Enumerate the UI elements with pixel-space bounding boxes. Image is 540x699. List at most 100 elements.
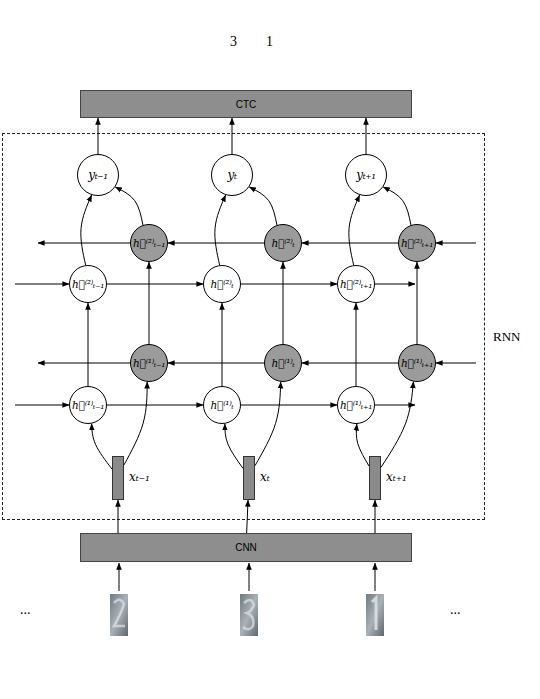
backward-out-stub [38, 363, 130, 364]
connector-arrow [232, 118, 233, 154]
connector-arrow [383, 187, 411, 225]
connector-arrow [381, 382, 413, 468]
connector-arrow [215, 195, 226, 265]
output-digit: 3 [230, 34, 237, 50]
ellipsis: ... [20, 602, 31, 618]
node-circle [212, 155, 253, 196]
connector-arrow [249, 187, 277, 225]
backward-state: h⃖⁽¹⁾ₜ₊₁ [398, 344, 436, 382]
connector-arrow [92, 424, 112, 469]
node-circle [399, 225, 436, 262]
patch-glyph [372, 598, 376, 630]
forward-state: h⃗⁽²⁾ₜ₋₁ [69, 265, 107, 303]
forward-out-stub [375, 405, 415, 406]
node-label: CNN [235, 542, 257, 553]
image-patch [366, 594, 384, 636]
connector-arrow [255, 382, 281, 466]
connector-arrow [241, 405, 337, 406]
node-circle [338, 266, 375, 303]
connector-arrow [168, 243, 264, 244]
forward-state: h⃗⁽²⁾ₜ₊₁ [337, 265, 375, 303]
output-node: yₜ₋₁ [77, 154, 119, 196]
image-patch [110, 594, 128, 636]
connector-arrow [375, 500, 376, 533]
connector-arrow [417, 262, 418, 344]
connector-arrow [118, 500, 119, 533]
connector-arrow [366, 118, 367, 154]
node-label: h⃖⁽²⁾ₜ₋₁ [133, 237, 165, 249]
node-circle [346, 155, 387, 196]
node-circle [78, 155, 119, 196]
connector-arrow [241, 284, 337, 285]
node-label: h⃗⁽²⁾ₜ [210, 278, 233, 290]
image-patch [240, 594, 258, 636]
backward-state: h⃖⁽¹⁾ₜ₋₁ [130, 344, 168, 382]
node-circle [131, 225, 168, 262]
node-label: h⃖⁽²⁾ₜ [271, 237, 294, 249]
connector-arrow [222, 303, 223, 386]
connector-arrow [88, 303, 89, 386]
node-label: h⃖⁽¹⁾ₜ₋₁ [133, 357, 165, 369]
node-circle [70, 266, 107, 303]
backward-out-stub [38, 243, 130, 244]
backward-in-stub [436, 363, 476, 364]
patch-glyph [114, 600, 125, 626]
node-circle [204, 387, 241, 424]
ellipsis: ... [450, 602, 461, 618]
forward-state: h⃗⁽¹⁾ₜ [203, 386, 241, 424]
connector-arrow [107, 284, 203, 285]
connector-arrow [225, 424, 243, 469]
forward-in-stub [15, 284, 69, 285]
node-circle [70, 387, 107, 424]
patch-arrows [119, 563, 375, 591]
node-circle [131, 345, 168, 382]
patch-glyph [243, 600, 254, 629]
connector-arrow [115, 187, 143, 225]
feature-vector: xₜ₊₁ [369, 456, 381, 500]
layer-bar: CTC [80, 90, 412, 118]
forward-state: h⃗⁽²⁾ₜ [203, 265, 241, 303]
connector-arrow [149, 262, 150, 344]
connector-arrow [98, 118, 99, 154]
node-circle [265, 225, 302, 262]
node-label: xₜ₋₁ [129, 470, 150, 484]
forward-state: h⃗⁽¹⁾ₜ₊₁ [337, 386, 375, 424]
output-node: yₜ₊₁ [345, 154, 387, 196]
patch-arrow [119, 563, 120, 591]
node-label: h⃗⁽¹⁾ₜ [210, 399, 233, 411]
node-label: h⃗⁽²⁾ₜ₋₁ [72, 278, 104, 290]
edge-group [81, 118, 417, 533]
node-label: h⃗⁽¹⁾ₜ₊₁ [340, 399, 372, 411]
connector-arrow [283, 262, 284, 344]
connector-arrow [107, 405, 203, 406]
feature-vector: xₜ [243, 456, 255, 500]
connector-arrow [81, 195, 92, 265]
backward-state: h⃖⁽²⁾ₜ₊₁ [398, 224, 436, 262]
output-node: yₜ [211, 154, 253, 196]
node-label: xₜ₊₁ [386, 470, 407, 484]
node-circle [204, 266, 241, 303]
node-label: yₜ [228, 168, 237, 182]
connector-arrow [356, 424, 369, 466]
output-digit: 1 [266, 34, 273, 50]
connector-arrow [356, 303, 357, 386]
node-label: h⃗⁽¹⁾ₜ₋₁ [72, 399, 104, 411]
connector-arrow [302, 243, 398, 244]
rnn-frame: RNNyₜ₋₁yₜyₜ₊₁h⃖⁽²⁾ₜ₋₁h⃖⁽²⁾ₜh⃖⁽²⁾ₜ₊₁h⃗⁽²⁾… [2, 133, 485, 520]
node-label: h⃖⁽²⁾ₜ₊₁ [401, 237, 433, 249]
feature-vector: xₜ₋₁ [112, 456, 124, 500]
node-label: h⃗⁽²⁾ₜ₊₁ [340, 278, 372, 290]
node-label: h⃖⁽¹⁾ₜ₊₁ [401, 357, 433, 369]
connector-arrow [349, 195, 360, 265]
node-circle [399, 345, 436, 382]
node-label: CTC [236, 99, 257, 110]
node-circle [338, 387, 375, 424]
forward-out-stub [375, 284, 415, 285]
backward-state: h⃖⁽²⁾ₜ [264, 224, 302, 262]
forward-in-stub [15, 405, 69, 406]
backward-state: h⃖⁽¹⁾ₜ [264, 344, 302, 382]
connector-arrow [168, 363, 264, 364]
connector-arrow [247, 500, 248, 533]
connector-arrow [302, 363, 398, 364]
